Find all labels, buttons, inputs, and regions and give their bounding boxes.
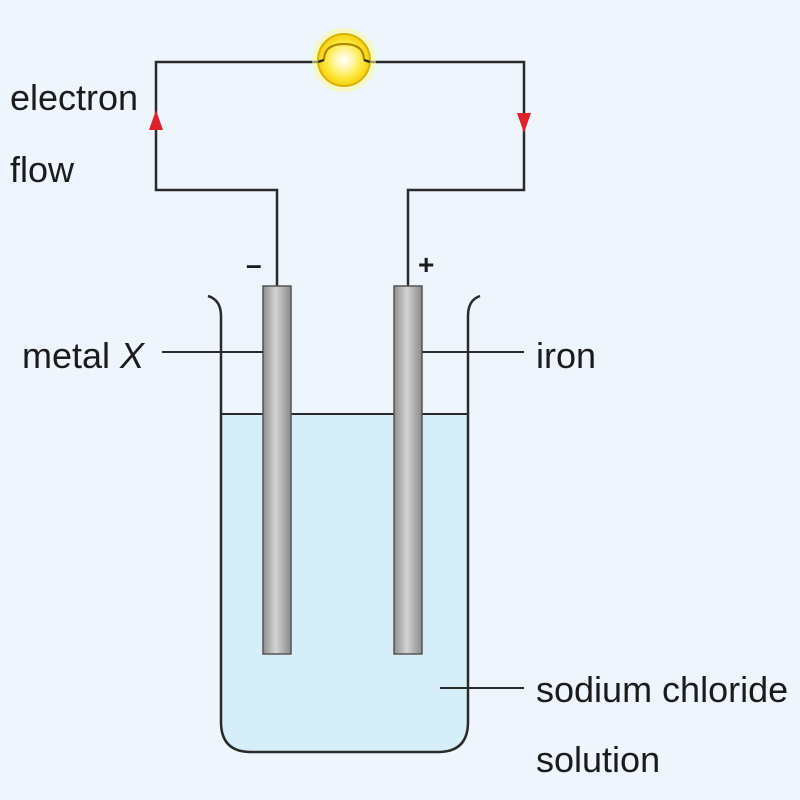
iron-electrode	[393, 285, 423, 655]
positive-terminal-sign: +	[418, 249, 434, 280]
metal-x-prefix: metal	[22, 335, 120, 376]
arrow-up-icon	[149, 110, 163, 130]
solution-label-line1: sodium chloride	[536, 669, 788, 710]
negative-terminal-sign: –	[246, 249, 262, 280]
wire-left	[154, 60, 318, 286]
metal-x-electrode	[262, 285, 292, 655]
wire-right	[370, 60, 526, 286]
electron-flow-label-line2: flow	[10, 149, 75, 190]
electron-flow-label-line1: electron	[10, 77, 138, 118]
arrow-down-icon	[517, 113, 531, 133]
beaker	[207, 294, 481, 754]
metal-x-symbol: X	[119, 335, 146, 376]
sodium-chloride-solution	[221, 414, 468, 752]
metal-x-label: metal X	[22, 335, 146, 376]
solution-label-line2: solution	[536, 739, 660, 780]
iron-label: iron	[536, 335, 596, 376]
light-bulb-icon	[312, 28, 376, 92]
